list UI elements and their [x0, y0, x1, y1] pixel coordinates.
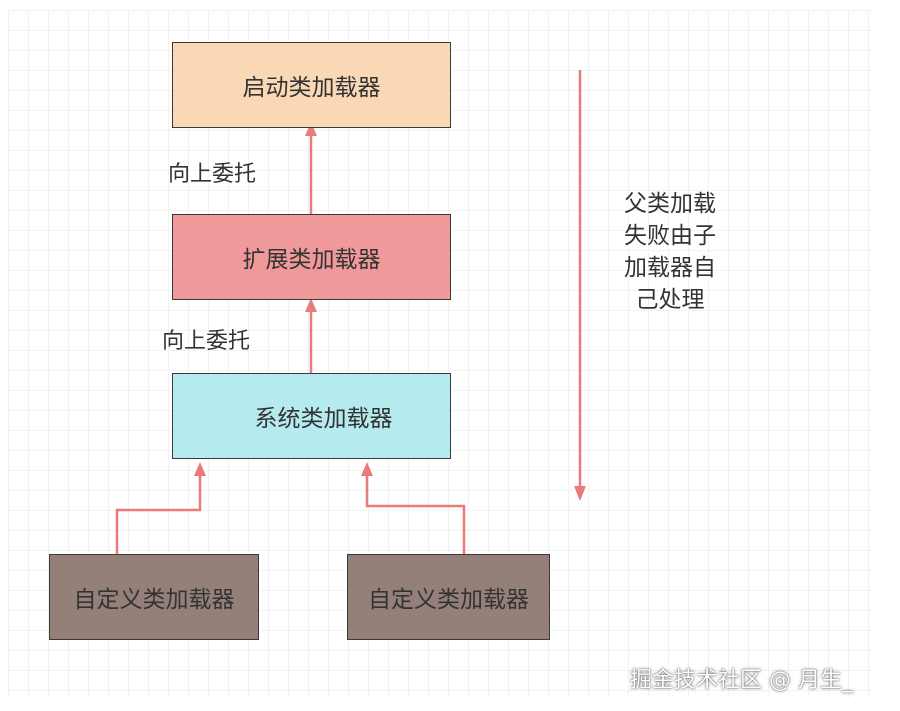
system-classloader-label: 系统类加载器	[254, 406, 393, 432]
bootstrap-classloader-label: 启动类加载器	[242, 75, 381, 101]
arrow-custom2-to-system	[365, 474, 466, 554]
delegate-upward-label-top: 向上委托	[168, 162, 257, 187]
bootstrap-classloader-box: 启动类加载器	[172, 42, 451, 128]
arrowhead-extension	[305, 298, 317, 312]
note-line-4: 己处理	[635, 287, 705, 313]
watermark: 掘金技术社区 @ 月生_	[630, 668, 853, 693]
custom-classloader-label-1: 自定义类加载器	[73, 587, 235, 613]
note-line-2: 失败由子	[624, 223, 716, 249]
arrowhead-bootstrap	[305, 122, 317, 136]
custom-classloader-box-2: 自定义类加载器	[347, 554, 550, 640]
arrow-custom1-to-system	[115, 474, 202, 554]
system-classloader-box: 系统类加载器	[172, 373, 451, 459]
note-line-1: 父类加载	[624, 191, 716, 217]
arrowhead-down	[574, 486, 586, 501]
extension-classloader-box: 扩展类加载器	[172, 214, 451, 300]
parent-failure-note: 父类加载 失败由子 加载器自 己处理	[612, 188, 728, 316]
custom-classloader-label-2: 自定义类加载器	[368, 587, 529, 613]
extension-classloader-label: 扩展类加载器	[242, 247, 381, 273]
arrowhead-system-right	[361, 462, 373, 476]
arrowhead-system-left	[194, 462, 206, 476]
note-line-3: 加载器自	[624, 255, 716, 281]
custom-classloader-box-1: 自定义类加载器	[49, 554, 259, 640]
delegate-upward-label-middle: 向上委托	[162, 329, 251, 354]
